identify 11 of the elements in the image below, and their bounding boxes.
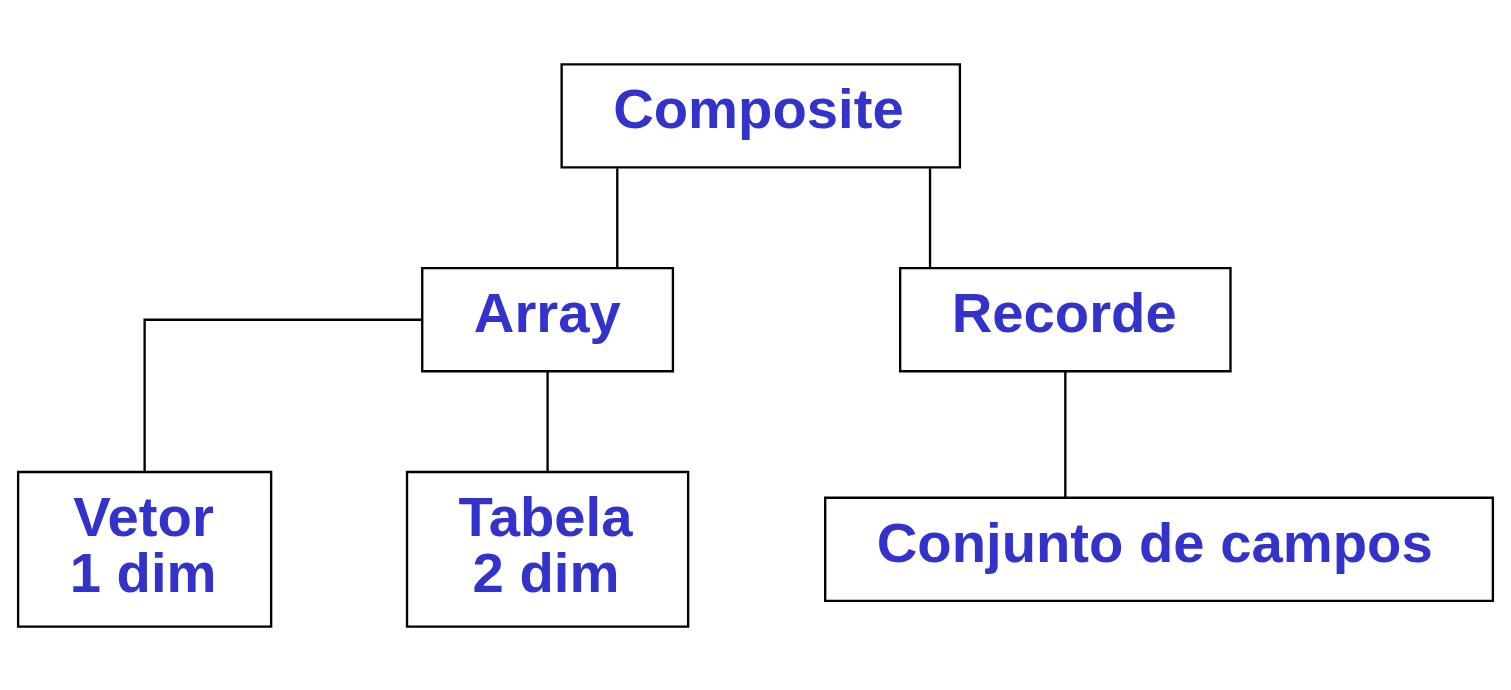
connector bbox=[616, 167, 619, 268]
node-box: Vetor 1 dim bbox=[16, 470, 273, 628]
node-box: Conjunto de campos bbox=[824, 496, 1495, 602]
connector bbox=[928, 167, 932, 268]
node-box: Recorde bbox=[899, 266, 1232, 372]
node-box: Array bbox=[421, 266, 675, 372]
connector bbox=[1064, 371, 1067, 497]
node-box: Composite bbox=[560, 62, 962, 169]
node-box: Tabela 2 dim bbox=[405, 470, 690, 628]
connector bbox=[546, 371, 549, 471]
connector bbox=[143, 318, 422, 472]
